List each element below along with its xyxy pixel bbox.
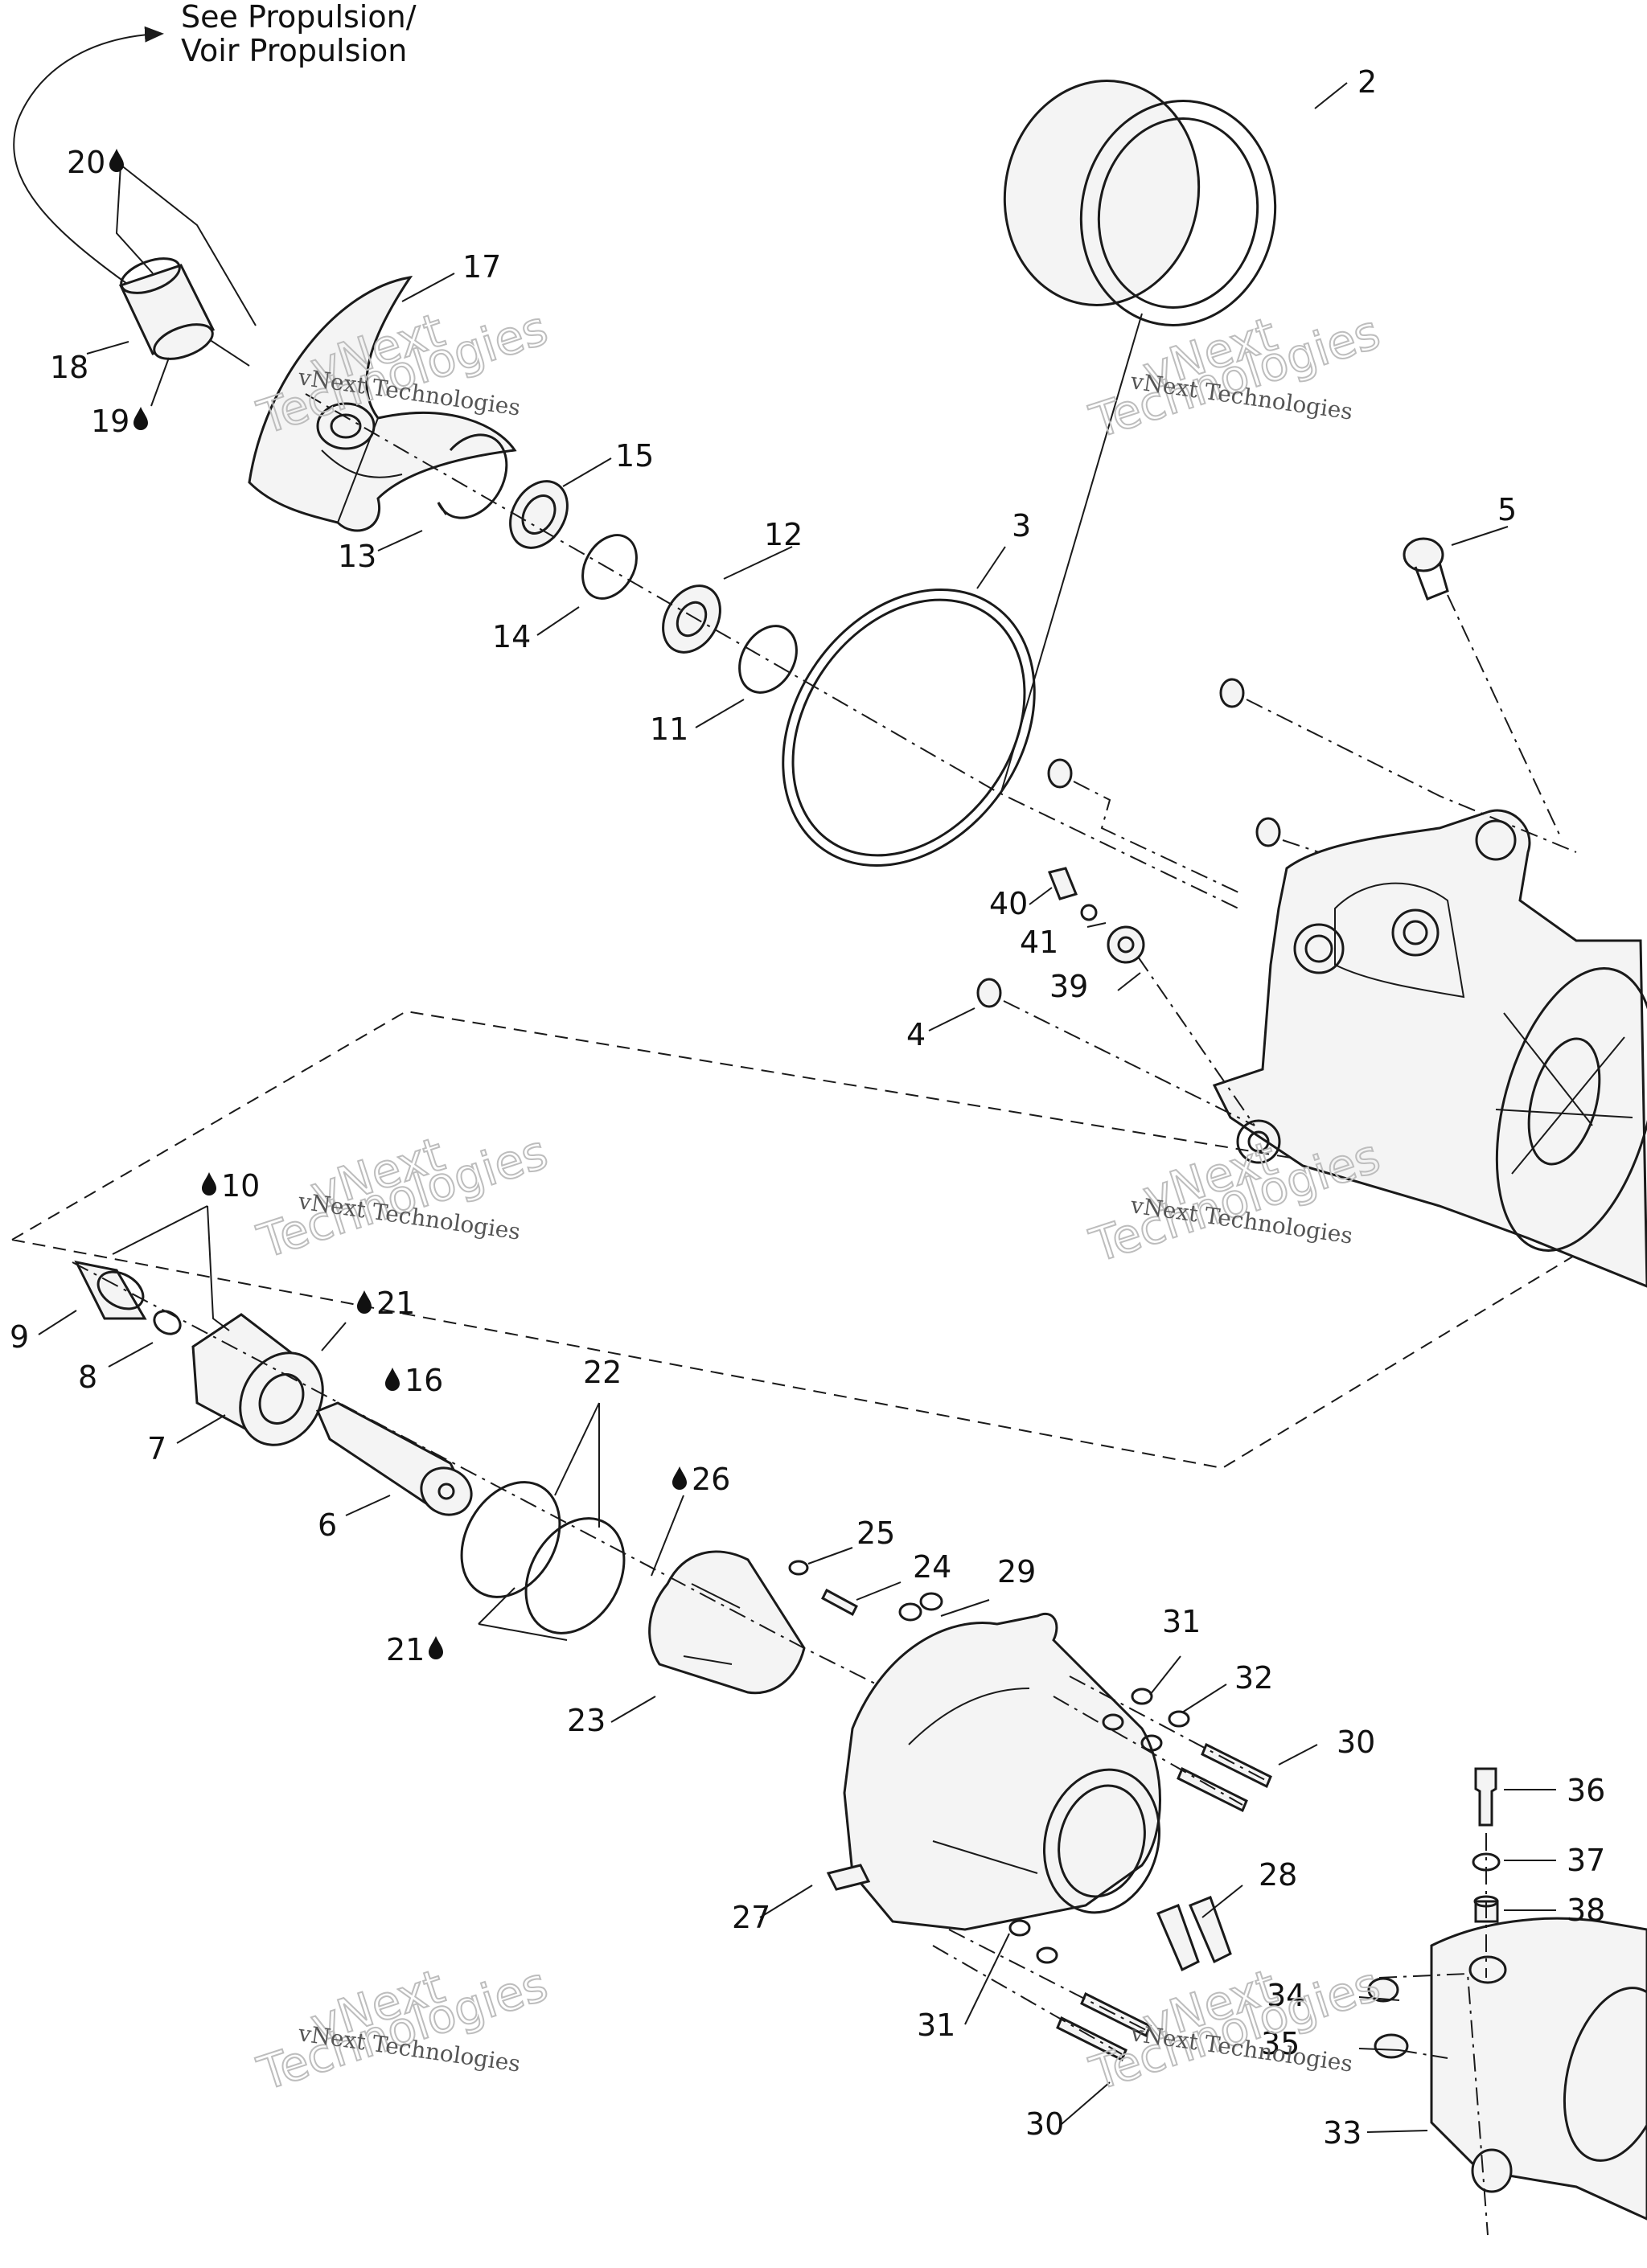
watermark-2: vNext Technologies vNext Technologies (1082, 304, 1386, 450)
venturi-bolts-upper (1053, 1675, 1272, 1813)
callout-41: 41 (1020, 925, 1058, 960)
callout-13: 13 (338, 539, 376, 574)
oil-drop-icon (429, 1636, 443, 1659)
oil-drop-icon (109, 149, 124, 172)
callout-29: 29 (997, 1554, 1036, 1589)
venturi-bolts-lower (932, 1919, 1152, 2062)
watermark-5: vNext Technologies vNext Technologies (250, 1956, 554, 2102)
pump-cone (648, 1550, 806, 1695)
callout-leader-lines (38, 82, 1556, 2133)
lower-assembly-group-box (11, 1010, 1641, 1470)
impeller-sleeve (118, 257, 216, 360)
callout-24: 24 (913, 1549, 951, 1585)
callout-16: 16 (405, 1363, 443, 1398)
callout-25: 25 (856, 1515, 895, 1551)
wear-ring (1003, 80, 1277, 326)
callout-20: 20 (67, 145, 105, 180)
seal (509, 480, 569, 549)
snap-ring (437, 433, 508, 519)
propulsion-note-line1: See Propulsion/ (181, 0, 417, 35)
impeller (248, 275, 517, 532)
propulsion-arrow (13, 26, 250, 367)
callout-19: 19 (91, 404, 129, 439)
upper-assembly-axis (305, 393, 1239, 909)
bearing (191, 1313, 324, 1446)
oil-drop-icon (357, 1290, 372, 1314)
sensor-leads (1156, 1896, 1232, 1972)
callout-12: 12 (764, 517, 803, 552)
cone-fasteners (788, 1560, 943, 1622)
drain-plug (1403, 537, 1561, 837)
callout-36: 36 (1567, 1773, 1605, 1808)
callout-26: 26 (692, 1462, 730, 1497)
propulsion-reference-note: See Propulsion/ Voir Propulsion (13, 0, 417, 367)
callout-40: 40 (989, 886, 1028, 921)
callout-numbers: 2 3 4 5 6 7 8 9 10 11 12 13 14 15 16 17 … (10, 64, 1605, 2151)
wear-ring-leader (1000, 313, 1143, 793)
callout-21: 21 (386, 1632, 425, 1667)
callout-6: 6 (318, 1507, 337, 1543)
callout-5: 5 (1497, 492, 1517, 527)
callout-9: 9 (10, 1319, 29, 1355)
callout-21: 21 (376, 1286, 415, 1321)
callout-28: 28 (1259, 1857, 1297, 1893)
oil-drop-icon (133, 407, 148, 430)
retaining-ring (153, 1310, 182, 1335)
shaft-sleeve (74, 1260, 147, 1320)
lower-assembly-axis (72, 1261, 1143, 1818)
callout-10: 10 (221, 1168, 260, 1204)
callout-22: 22 (583, 1355, 622, 1390)
watermark-3: vNext Technologies vNext Technologies (250, 1124, 554, 1270)
callout-34: 34 (1267, 1978, 1305, 2013)
shaft-o-rings (460, 1481, 626, 1634)
callout-31: 31 (1162, 1604, 1201, 1639)
callout-14: 14 (492, 619, 531, 654)
callout-30: 30 (1337, 1725, 1375, 1760)
watermark-6: vNext Technologies vNext Technologies (1082, 1956, 1386, 2102)
callout-27: 27 (732, 1900, 770, 1935)
callout-2: 2 (1357, 64, 1377, 100)
callout-31: 31 (917, 2008, 955, 2043)
venturi-housing (826, 1612, 1161, 1931)
callout-7: 7 (147, 1431, 166, 1466)
bushing (662, 584, 721, 654)
callout-15: 15 (615, 438, 654, 474)
callout-11: 11 (650, 712, 688, 747)
nozzle-pivot-fasteners (1472, 1767, 1501, 1978)
callout-4: 4 (906, 1017, 926, 1052)
callout-39: 39 (1049, 969, 1088, 1004)
housing-o-ring (782, 588, 1036, 867)
drive-shaft (316, 1401, 473, 1516)
callout-35: 35 (1261, 2026, 1300, 2061)
callout-3: 3 (1012, 508, 1031, 543)
oil-drop-icon (385, 1368, 400, 1391)
callout-17: 17 (462, 249, 501, 285)
callout-23: 23 (567, 1703, 606, 1738)
watermark-4: vNext Technologies vNext Technologies (1082, 1128, 1386, 1274)
callout-18: 18 (50, 350, 88, 385)
small-o-ring (581, 534, 638, 600)
callout-33: 33 (1323, 2115, 1362, 2151)
oil-drop-icon (202, 1172, 216, 1196)
callout-38: 38 (1567, 1893, 1605, 1928)
oil-drop-icon (672, 1466, 687, 1490)
callout-32: 32 (1234, 1660, 1273, 1696)
callout-30: 30 (1025, 2106, 1064, 2142)
steering-nozzle (1367, 1917, 1647, 2236)
propulsion-note-line2: Voir Propulsion (181, 33, 407, 68)
anode-fasteners (1047, 867, 1255, 1126)
jet-pump-housing (1212, 809, 1647, 1288)
callout-8: 8 (78, 1360, 97, 1395)
callout-37: 37 (1567, 1843, 1605, 1878)
housing-inserts (976, 678, 1577, 1126)
